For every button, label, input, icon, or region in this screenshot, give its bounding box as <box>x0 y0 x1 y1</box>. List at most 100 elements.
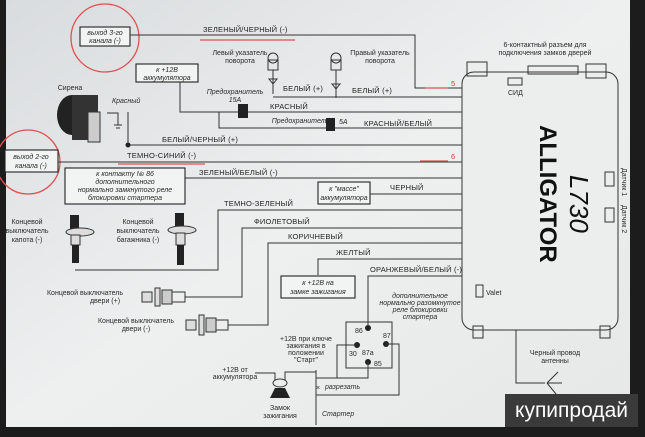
wire-red <box>179 82 462 129</box>
led-connector <box>507 77 523 86</box>
label: нормально разомкнутое <box>379 300 460 307</box>
label: Стартер <box>322 411 354 418</box>
label: к контакту № 86 <box>96 171 154 178</box>
ignition-box <box>280 275 356 299</box>
door-switch-plus-icon <box>141 287 186 307</box>
wire-dark-green <box>75 209 462 271</box>
trunk-switch-icon <box>167 213 197 265</box>
relay-wiring <box>315 343 400 425</box>
label: капота (-) <box>12 237 43 244</box>
door-connector <box>527 65 579 75</box>
relay-pin: 87 <box>383 333 391 340</box>
label: Концевой <box>122 218 153 226</box>
alarm-module <box>461 71 619 331</box>
label: к +12В <box>156 67 178 74</box>
logo-text: ALLIGATOR <box>534 125 561 263</box>
channel3-output-box <box>79 26 131 47</box>
wire-label: КРАСНЫЙ <box>270 102 308 111</box>
label: Предохранитель <box>207 88 264 96</box>
label: положении <box>288 350 324 357</box>
battery-box <box>135 63 199 83</box>
label: "Старт" <box>294 357 319 364</box>
label: +12В при ключе <box>280 336 332 343</box>
label: поворота <box>225 58 255 65</box>
label: Valet <box>486 290 501 297</box>
relay86-box <box>64 167 186 205</box>
label: дополнительного <box>95 178 154 186</box>
relay-pin: 86 <box>355 328 363 335</box>
wire-yellow <box>317 258 462 275</box>
fuse-icon <box>326 118 335 131</box>
label: выключатель <box>6 228 49 235</box>
label: канала (-) <box>15 163 47 170</box>
wire-orange-white <box>367 275 462 325</box>
label: подключения замков дверей <box>499 49 592 57</box>
wire-label: БЕЛЫЙ (+) <box>283 84 323 93</box>
wire-label: ЖЕЛТЫЙ <box>336 248 371 257</box>
channel2-output-box <box>4 149 59 173</box>
mark-6: 6 <box>451 152 455 161</box>
label: реле блокировки <box>392 306 448 314</box>
wire-label: КОРИЧНЕВЫЙ <box>288 232 343 241</box>
ignition-lock-icon <box>270 378 290 398</box>
label: Датчик 1 <box>620 168 627 196</box>
label: выход 3-го <box>87 29 123 37</box>
label: Черный провод <box>530 349 580 357</box>
wire-label: ТЕМНО-СИНИЙ (-) <box>127 151 196 160</box>
label: двери (-) <box>122 326 150 333</box>
label: стартера <box>403 314 438 321</box>
junction <box>125 142 131 148</box>
label: замке зажигания <box>289 289 346 296</box>
relay-pin: 85 <box>374 361 382 368</box>
relay-pin: 87а <box>362 350 374 357</box>
label: Предохранитель <box>272 117 329 125</box>
label: двери (+) <box>90 298 120 305</box>
model-name: L730 <box>564 175 594 233</box>
label: зажигания в <box>286 343 325 350</box>
wire-label: ОРАНЖЕВЫЙ/БЕЛЫЙ (-) <box>370 265 462 274</box>
door-switch-minus-icon <box>185 314 229 336</box>
label: зажигания <box>263 413 297 420</box>
siren-icon <box>57 95 101 143</box>
wire-label: ЗЕЛЕНЫЙ/ЧЕРНЫЙ (-) <box>203 25 288 34</box>
label: Замок <box>270 405 291 412</box>
label: блокировки стартера <box>88 194 162 202</box>
label: СИД <box>508 90 523 97</box>
fuse-icon <box>238 104 248 118</box>
label: Сирена <box>58 85 83 92</box>
label: выключатель <box>117 228 160 235</box>
wire-violet <box>185 227 462 298</box>
label: Красный <box>112 97 140 105</box>
hood-switch-icon <box>65 215 95 263</box>
wire-label: ЗЕЛЕНЫЙ/БЕЛЫЙ (-) <box>199 168 278 177</box>
label: Концевой <box>11 218 42 226</box>
ignition-wiring <box>255 371 316 380</box>
valet-button <box>475 284 484 298</box>
ground-box <box>317 181 371 205</box>
label: нормально замкнутого реле <box>78 187 172 194</box>
label: 6-контактный разъем для <box>504 41 587 49</box>
wire-label: КРАСНЫЙ/БЕЛЫЙ <box>364 119 432 128</box>
label: аккумулятора <box>213 374 258 381</box>
label: выход 2-го <box>13 153 49 161</box>
wire-label: ТЕМНО-ЗЕЛЕНЫЙ <box>224 199 293 208</box>
wire-brown <box>228 242 462 326</box>
label: поворота <box>365 58 395 65</box>
bulb-icon <box>267 52 279 94</box>
antenna-wire <box>515 330 562 395</box>
label: разрезать <box>324 384 360 391</box>
label: +12В от <box>222 367 248 374</box>
label: дополнительное <box>392 292 448 300</box>
mark-5: 5 <box>451 79 455 88</box>
label: Датчик 2 <box>620 205 627 233</box>
label: 5А <box>339 119 348 126</box>
cut-icon: × <box>316 385 320 392</box>
sensor1-connector <box>604 171 615 187</box>
label: Концевой выключатель <box>47 289 123 297</box>
wire-label: БЕЛЫЙ/ЧЕРНЫЙ (+) <box>162 135 238 144</box>
label: аккумулятора <box>320 195 367 202</box>
label: к +12В на <box>302 280 334 287</box>
highlight-circle <box>70 3 140 73</box>
